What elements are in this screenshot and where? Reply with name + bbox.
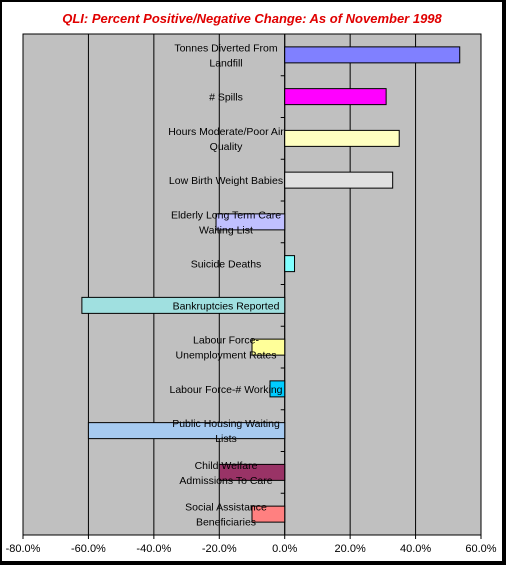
bar-7	[251, 338, 286, 356]
category-label-9-1: Lists	[215, 433, 237, 445]
bar-9	[87, 422, 286, 440]
category-label-2-1: Quality	[210, 141, 243, 153]
category-label-3-0: Low Birth Weight Babies	[169, 175, 283, 187]
category-label-7-0: Labour Force-	[193, 335, 259, 347]
x-tick-label-5: 20.0%	[335, 543, 366, 555]
bar-6	[81, 296, 286, 314]
category-label-4-1: Waiting List	[199, 224, 253, 236]
category-label-8-0: Labour Force-# Working	[169, 384, 282, 396]
plot-area	[22, 33, 482, 536]
category-label-6-0: Bankruptcies Reported	[173, 300, 280, 312]
category-label-11-1: Beneficiaries	[196, 517, 256, 529]
category-label-4-0: Elderly Long Term Care	[171, 209, 281, 221]
bar-0	[284, 46, 461, 64]
category-label-11-0: Social Assistance	[185, 502, 267, 514]
category-label-10-1: Admissions To Care	[179, 475, 272, 487]
x-tick-label-4: 0.0%	[272, 543, 297, 555]
bar-3	[284, 171, 394, 189]
x-tick-label-1: -60.0%	[71, 543, 106, 555]
category-label-0-1: Landfill	[209, 57, 242, 69]
x-tick-label-3: -20.0%	[202, 543, 237, 555]
category-label-10-0: Child Welfare	[195, 460, 258, 472]
category-label-7-1: Unemployment Rates	[176, 350, 277, 362]
category-label-5-0: Suicide Deaths	[191, 259, 262, 271]
category-label-9-0: Public Housing Waiting	[172, 418, 280, 430]
bar-chart: -80.0% -60.0% -40.0% -20.0% 0.0% 20.0% 40.0% 60…	[6, 33, 497, 555]
x-tick-label-7: 60.0%	[465, 543, 496, 555]
x-tick-label-0: -80.0%	[6, 543, 41, 555]
bar-8	[269, 380, 286, 398]
category-label-0-0: Tonnes Diverted From	[174, 42, 278, 54]
bar-10	[218, 463, 286, 481]
bar-2	[284, 129, 400, 147]
x-tick-label-2: -40.0%	[136, 543, 171, 555]
x-tick-label-6: 40.0%	[400, 543, 431, 555]
bar-1	[284, 88, 387, 106]
chart-frame: QLI: Percent Positive/Negative Change: A…	[2, 2, 502, 561]
bar-5	[284, 255, 296, 273]
bar-4	[215, 213, 286, 231]
bar-11	[251, 505, 286, 523]
category-label-1-0: # Spills	[209, 92, 243, 104]
category-label-2-0: Hours Moderate/Poor Air	[168, 126, 284, 138]
chart-title: QLI: Percent Positive/Negative Change: A…	[62, 11, 442, 26]
